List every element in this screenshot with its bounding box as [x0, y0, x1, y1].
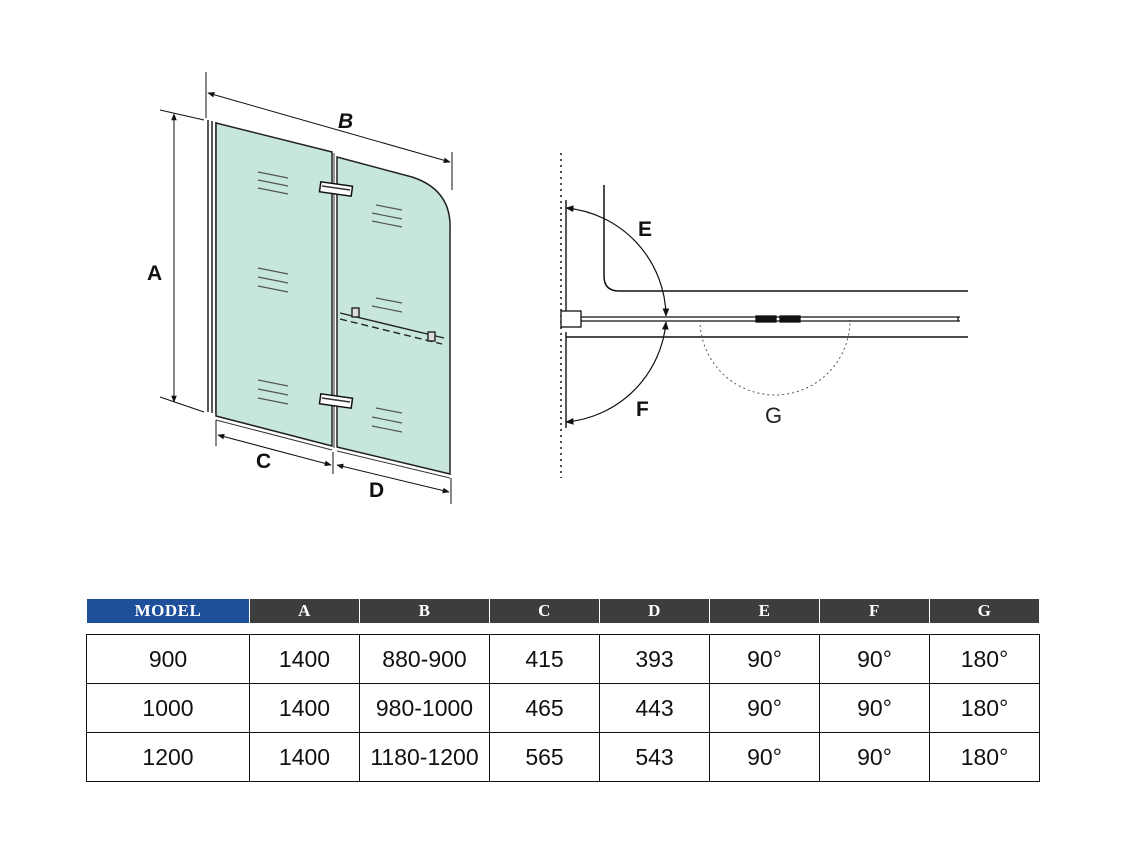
table-row: 900 1400 880-900 415 393 90° 90° 180°	[86, 634, 1040, 684]
bath-outline	[566, 185, 968, 338]
angle-g-arc	[699, 319, 851, 396]
cell-e: 90°	[709, 683, 820, 733]
cell-g: 180°	[929, 634, 1040, 684]
right-glass-panel	[336, 156, 451, 475]
wall-profile	[207, 120, 217, 414]
cell-g: 180°	[929, 683, 1040, 733]
cell-c: 415	[489, 634, 600, 684]
dimension-b	[205, 72, 453, 190]
hinges	[318, 180, 354, 410]
cell-model: 1000	[86, 683, 250, 733]
label-b: B	[338, 110, 353, 133]
header-b: B	[359, 598, 490, 624]
top-view: E F G	[560, 153, 968, 478]
table-row: 1000 1400 980-1000 465 443 90° 90° 180°	[86, 683, 1040, 733]
cell-e: 90°	[709, 634, 820, 684]
cell-f: 90°	[819, 683, 930, 733]
cell-model: 900	[86, 634, 250, 684]
glass-reflections	[257, 171, 403, 433]
left-glass-panel	[215, 122, 333, 447]
table-row: 1200 1400 1180-1200 565 543 90° 90° 180°	[86, 732, 1040, 782]
cell-b: 1180-1200	[359, 732, 490, 782]
header-f: F	[819, 598, 930, 624]
label-e: E	[638, 218, 652, 241]
cell-c: 465	[489, 683, 600, 733]
cell-model: 1200	[86, 732, 250, 782]
cell-f: 90°	[819, 634, 930, 684]
dimensions-table: MODEL A B C D E F G 900 1400 880-900 415…	[86, 598, 1040, 782]
cell-a: 1400	[249, 732, 360, 782]
cell-c: 565	[489, 732, 600, 782]
cell-b: 980-1000	[359, 683, 490, 733]
header-d: D	[599, 598, 710, 624]
label-c: C	[256, 450, 271, 473]
screen-plan	[560, 310, 960, 328]
cell-d: 393	[599, 634, 710, 684]
dimension-d	[336, 463, 452, 504]
header-e: E	[709, 598, 820, 624]
label-d: D	[369, 479, 384, 502]
front-view: A B C D	[147, 72, 453, 504]
label-g: G	[765, 403, 782, 428]
cell-b: 880-900	[359, 634, 490, 684]
cell-d: 443	[599, 683, 710, 733]
cell-f: 90°	[819, 732, 930, 782]
towel-bar	[339, 307, 445, 345]
header-c: C	[489, 598, 600, 624]
cell-d: 543	[599, 732, 710, 782]
cell-g: 180°	[929, 732, 1040, 782]
shower-screen-diagram: A B C D E F	[147, 72, 968, 504]
header-a: A	[249, 598, 360, 624]
table-header-row: MODEL A B C D E F G	[86, 598, 1040, 624]
cell-a: 1400	[249, 634, 360, 684]
label-a: A	[147, 262, 162, 285]
cell-e: 90°	[709, 732, 820, 782]
header-g: G	[929, 598, 1040, 624]
label-f: F	[636, 398, 649, 421]
angle-f-arc	[565, 321, 669, 425]
header-model: MODEL	[86, 598, 250, 624]
angle-e-arc	[565, 205, 670, 317]
dimension-a	[159, 109, 205, 413]
dimension-c	[215, 420, 334, 474]
cell-a: 1400	[249, 683, 360, 733]
